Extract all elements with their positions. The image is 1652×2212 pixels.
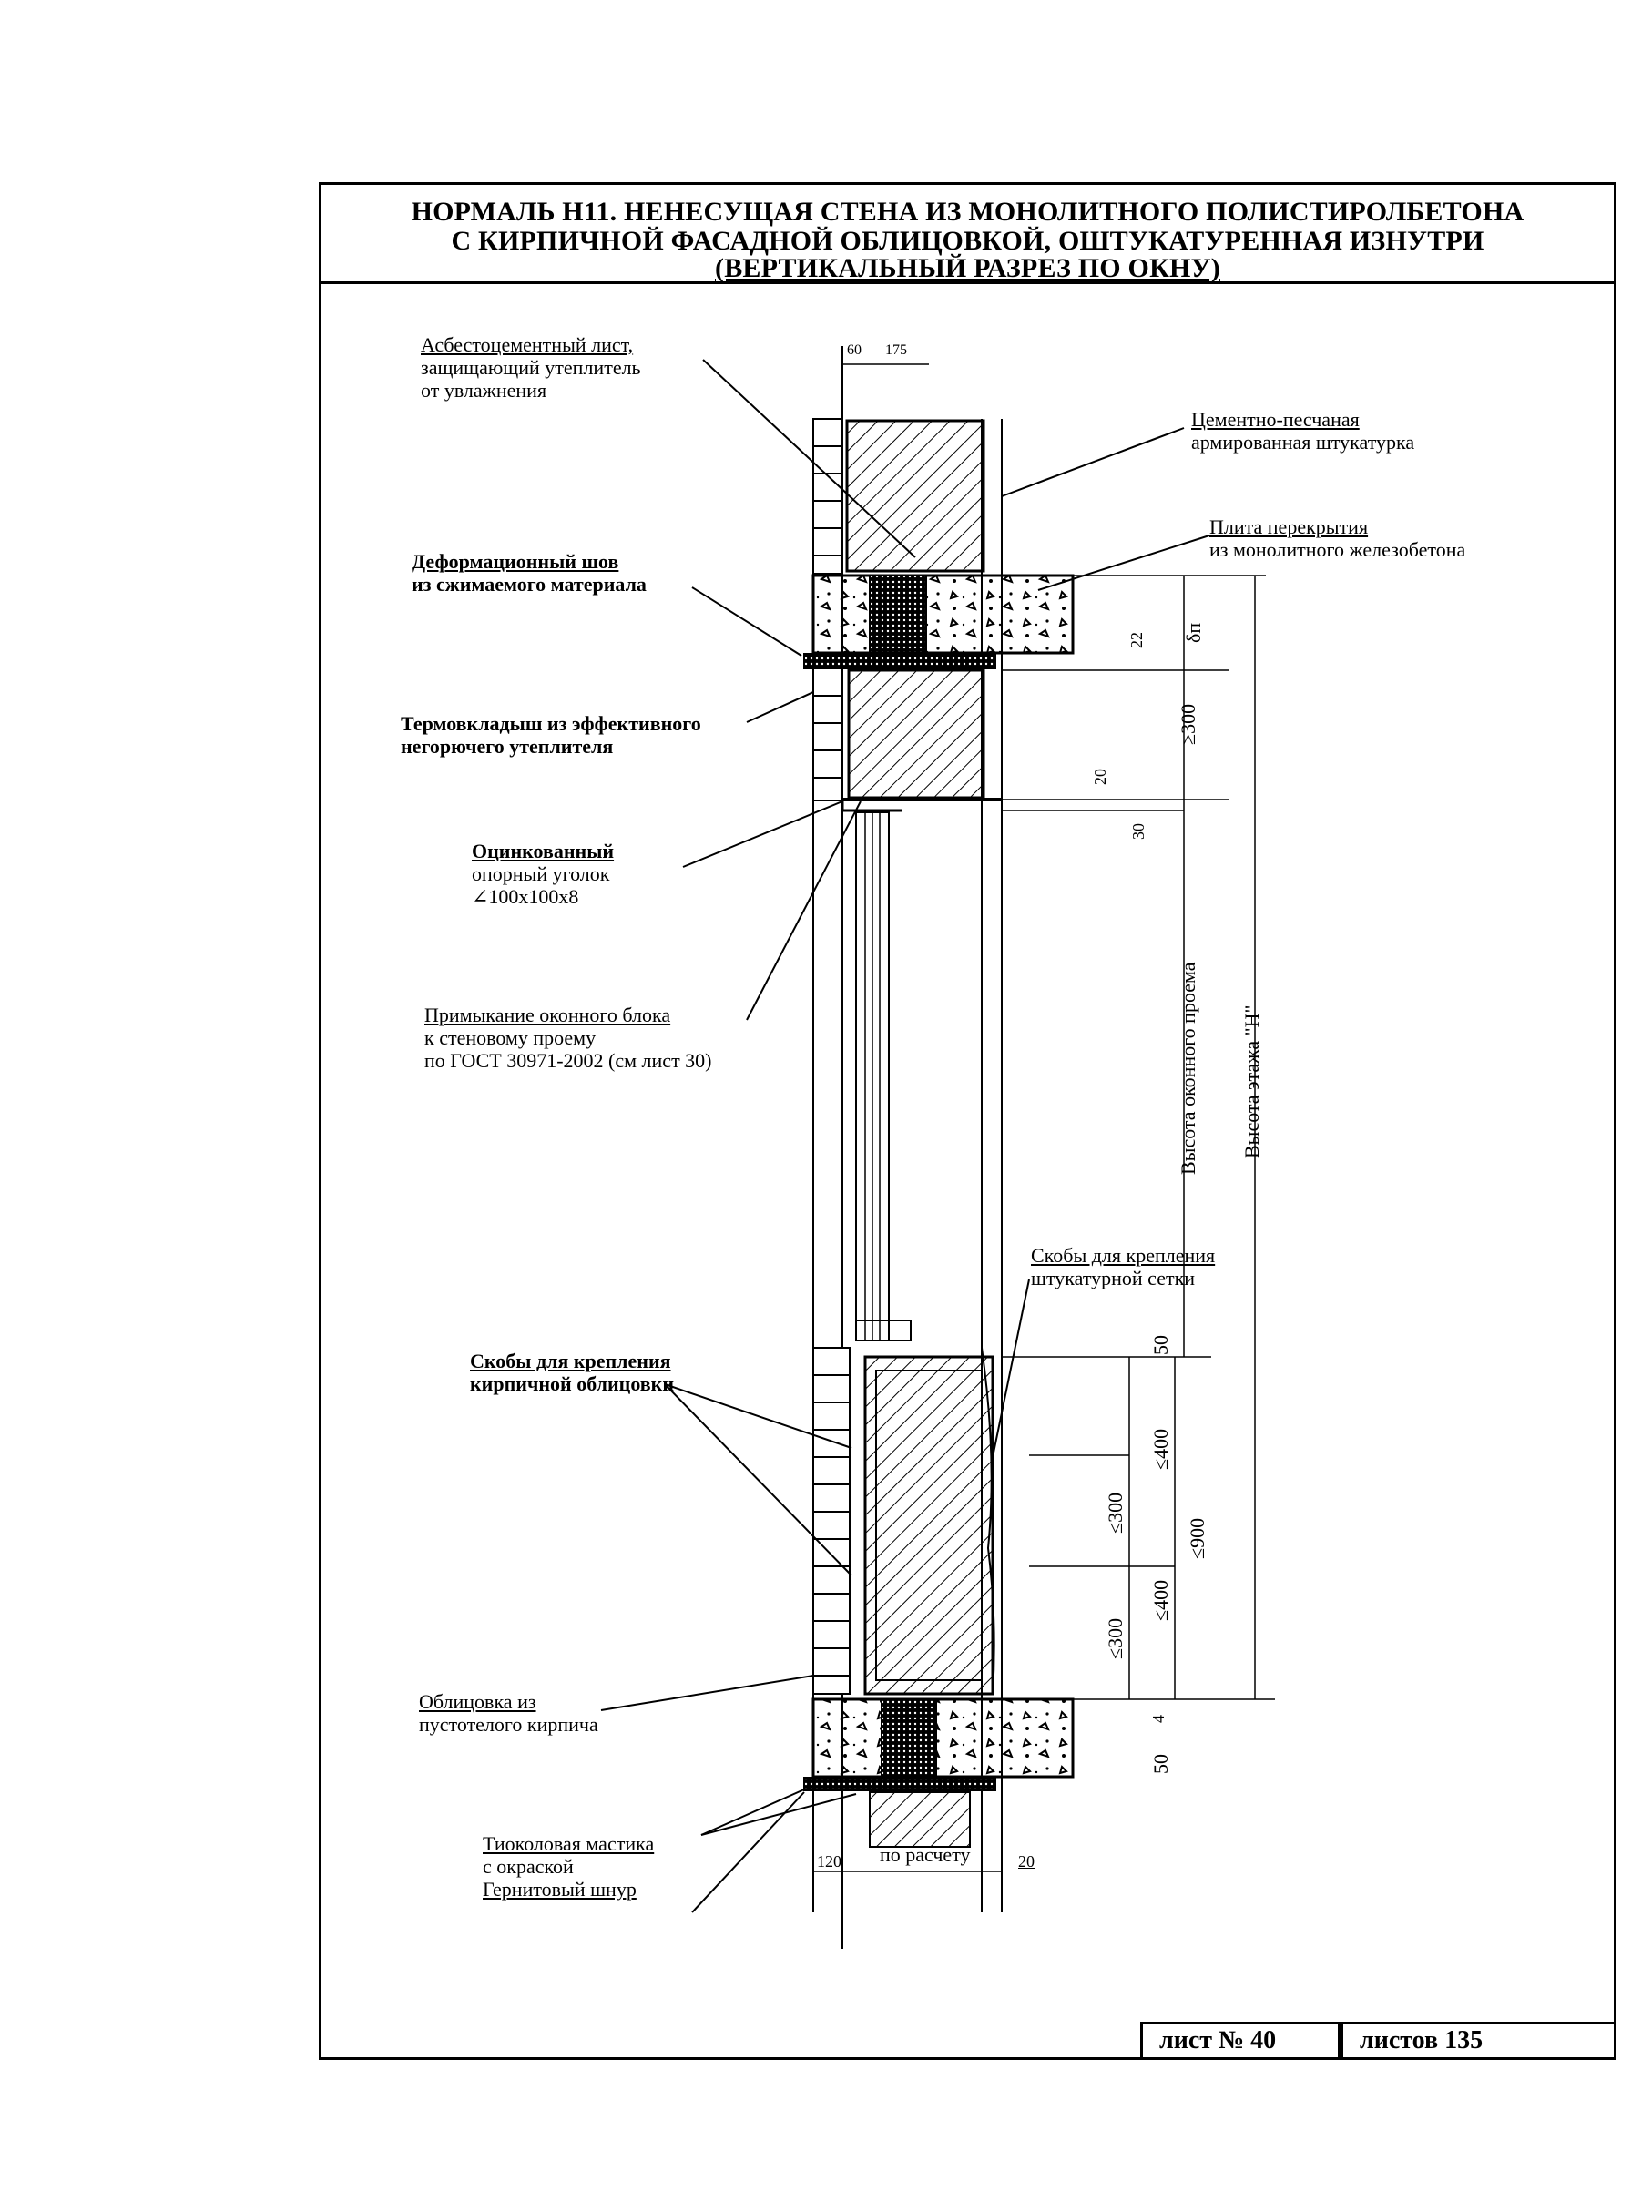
lower-wall-block [812, 1347, 995, 1696]
sheets-total: листов 135 [1341, 2022, 1616, 2060]
label-thermo-line-2: негорючего утеплителя [401, 735, 614, 758]
lintel-block [812, 668, 1002, 812]
dim-le300-a: ≤300 [1104, 1492, 1127, 1534]
label-deformation-joint: Деформационный шов из сжимаемого материа… [412, 550, 647, 596]
label-window-line-3: по ГОСТ 30971-2002 (см лист 30) [424, 1049, 712, 1072]
label-angle-line-1: Оцинкованный [472, 840, 615, 862]
label-mastic-line-2: с окраской [483, 1855, 574, 1878]
label-mesh-brackets: Скобы для крепления штукатурной сетки [1031, 1244, 1215, 1289]
label-cladding-line-2: пустотелого кирпича [419, 1713, 598, 1736]
label-asbestos-line-1: Асбестоцементный лист, [421, 333, 634, 356]
label-mesh-line-2: штукатурной сетки [1031, 1267, 1196, 1289]
sheet-number: лист № 40 [1140, 2022, 1341, 2060]
label-mastic: Тиоколовая мастика с окраской Гернитовый… [483, 1832, 654, 1901]
dim-bottom-20: 20 [1018, 1852, 1035, 1871]
label-mesh-line-1: Скобы для крепления [1031, 1244, 1216, 1267]
dim-50-top: 50 [1149, 1335, 1172, 1355]
label-asbestos-line-3: от увлажнения [421, 379, 547, 402]
dim-le900: ≤900 [1186, 1517, 1208, 1559]
label-brick-line-2: кирпичной облицовки [470, 1372, 675, 1395]
upper-floor-slab [803, 574, 1075, 669]
label-slab-line-2: из монолитного железобетона [1209, 538, 1466, 561]
label-window-line-2: к стеновому проему [424, 1026, 597, 1049]
label-thermo-line-1: Термовкладыш из эффективного [401, 712, 701, 735]
label-plaster-line-2: армированная штукатурка [1191, 431, 1415, 454]
label-mastic-line-3: Гернитовый шнур [483, 1878, 637, 1901]
dim-top-60: 60 [847, 342, 862, 358]
dim-50-bottom: 50 [1149, 1754, 1172, 1774]
dim-30: 30 [1129, 823, 1147, 840]
label-thermal-insert: Термовкладыш из эффективного негорючего … [401, 712, 701, 758]
title-line-3: (ВЕРТИКАЛЬНЫЙ РАЗРЕЗ ПО ОКНУ) [715, 253, 1220, 283]
label-slab-line-1: Плита перекрытия [1209, 515, 1369, 538]
dim-le400-b: ≤400 [1149, 1579, 1172, 1621]
dim-4: 4 [1149, 1715, 1168, 1723]
dim-20: 20 [1091, 769, 1109, 785]
dim-window-height: Высота оконного проема [1177, 962, 1199, 1175]
leader-lines [600, 359, 1210, 1913]
label-deform-line-2: из сжимаемого материала [412, 573, 647, 596]
dim-floor-height: Высота этажа "Н" [1240, 1004, 1263, 1158]
title-block: НОРМАЛЬ Н11. НЕНЕСУЩАЯ СТЕНА ИЗ МОНОЛИТН… [319, 182, 1616, 284]
label-window-junction: Примыкание оконного блока к стеновому пр… [424, 1004, 712, 1072]
label-angle-line-2: опорный уголок [472, 862, 610, 885]
dimension-lines [812, 363, 1275, 1912]
label-cladding-line-1: Облицовка из [419, 1690, 536, 1713]
label-plaster: Цементно-песчаная армированная штукатурк… [1191, 408, 1414, 454]
lower-floor-slab [803, 1697, 1075, 1848]
label-brick-brackets: Скобы для крепления кирпичной облицовки [470, 1350, 674, 1395]
label-floor-slab: Плита перекрытия из монолитного железобе… [1209, 515, 1465, 561]
dim-bottom-120: 120 [817, 1852, 841, 1871]
window-block [855, 811, 912, 1341]
dim-bottom-calc: по расчету [880, 1843, 971, 1866]
label-angle-line-3: ∠100х100х8 [472, 885, 579, 908]
label-plaster-line-1: Цементно-песчаная [1191, 408, 1360, 431]
label-brick-cladding: Облицовка из пустотелого кирпича [419, 1690, 598, 1736]
label-asbestos-line-2: защищающий утеплитель [421, 356, 641, 379]
dim-22: 22 [1127, 632, 1146, 648]
drawing-frame [319, 182, 1616, 2060]
label-mastic-line-1: Тиоколовая мастика [483, 1832, 655, 1855]
dim-top-175: 175 [885, 342, 907, 358]
dim-le400-a: ≤400 [1149, 1428, 1172, 1470]
label-support-angle: Оцинкованный опорный уголок ∠100х100х8 [472, 840, 614, 908]
title-line-2: С КИРПИЧНОЙ ФАСАДНОЙ ОБЛИЦОВКОЙ, ОШТУКАТ… [451, 226, 1484, 256]
label-asbestos-sheet: Асбестоцементный лист, защищающий утепли… [421, 333, 641, 402]
label-brick-line-1: Скобы для крепления [470, 1350, 671, 1372]
label-window-line-1: Примыкание оконного блока [424, 1004, 671, 1026]
dim-ge300: ≥300 [1177, 703, 1199, 745]
label-deform-line-1: Деформационный шов [412, 550, 619, 573]
upper-wall-block [812, 418, 985, 575]
title-line-1: НОРМАЛЬ Н11. НЕНЕСУЩАЯ СТЕНА ИЗ МОНОЛИТН… [411, 197, 1525, 227]
dim-delta-p: δп [1182, 622, 1205, 643]
dim-le300-b: ≤300 [1104, 1617, 1127, 1659]
